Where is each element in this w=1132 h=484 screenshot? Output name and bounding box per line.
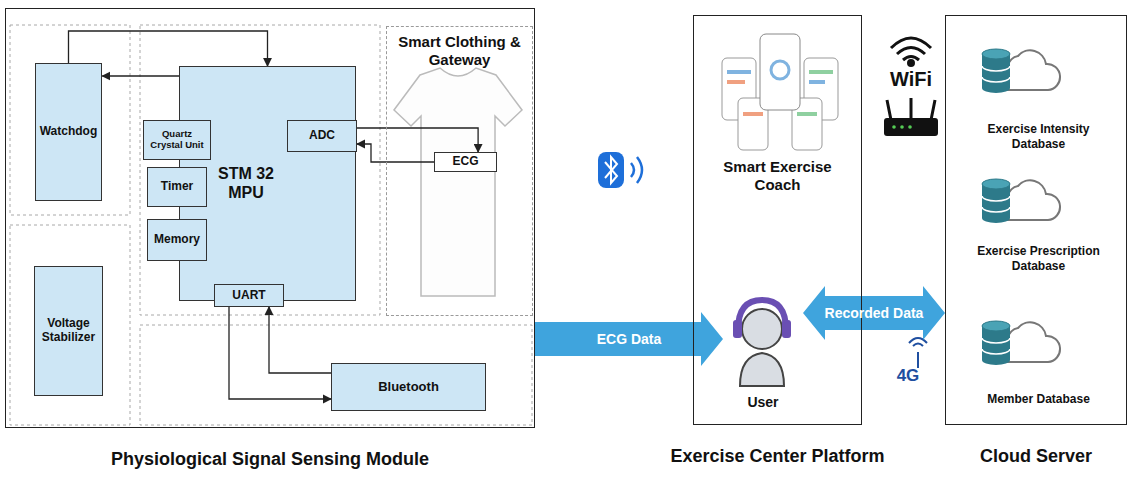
clothing-region: Smart Clothing & GatewayECG: [386, 26, 533, 316]
wifi-symbol: [891, 38, 931, 66]
component-box: UART: [214, 284, 284, 307]
network-label: 4G: [888, 366, 928, 386]
node-label: User: [747, 394, 778, 411]
signal-line: [102, 75, 179, 76]
bluetooth-icon: [598, 152, 642, 188]
signal-line: [269, 307, 331, 373]
network-label: WiFi: [880, 67, 942, 91]
signal-line: [229, 307, 331, 399]
node-label: STM 32 MPU: [207, 165, 285, 202]
database-item: Exercise Prescription Database: [956, 161, 1121, 273]
user-icon: [733, 300, 791, 386]
flow-label: Recorded Data: [825, 306, 924, 320]
node-label: Memory: [154, 233, 200, 247]
phone-app-screens: [722, 34, 838, 150]
dashed-region: [10, 25, 532, 425]
cellular-antenna: [909, 338, 927, 368]
node-label: Quartz Crystal Unit: [146, 129, 208, 151]
app-caption: Smart Exercise Coach: [700, 158, 855, 194]
node-label: Exercise Center Platform: [534, 446, 1021, 467]
database-item: Member Database: [956, 311, 1121, 406]
module-panel: Physiological Signal Sensing ModuleWatch…: [5, 8, 535, 428]
component-box: ADC: [287, 120, 357, 152]
t-shirt: [394, 68, 522, 296]
node-label: Cloud Server: [786, 446, 1132, 467]
component-box: Memory: [147, 219, 207, 261]
node-label: Bluetooth: [378, 380, 439, 395]
signal-line: [357, 128, 478, 152]
node-label: ECG: [452, 155, 478, 169]
component-box: Quartz Crystal Unit: [143, 120, 211, 160]
node-label: Exercise Intensity Database: [966, 122, 1111, 151]
data-flow-arrow: [803, 286, 945, 340]
node-label: Smart Clothing & Gateway: [387, 27, 532, 69]
platform-panel: Exercise Center PlatformUser: [693, 15, 862, 425]
node-label: Voltage Stabilizer: [37, 317, 100, 345]
node-label: Member Database: [987, 392, 1090, 406]
flow-label: ECG Data: [597, 332, 662, 346]
cloud-panel: Cloud ServerExercise Intensity DatabaseE…: [945, 15, 1127, 425]
data-flow-arrow: [535, 312, 723, 366]
node-label: Exercise Prescription Database: [966, 244, 1111, 273]
node-label: Physiological Signal Sensing Module: [0, 449, 694, 470]
node-label: Watchdog: [40, 125, 98, 139]
component-box: Bluetooth: [331, 363, 486, 411]
signal-line: [68, 31, 267, 66]
user-figure: User: [723, 291, 803, 411]
node-label: UART: [232, 289, 265, 303]
node-label: ADC: [309, 129, 335, 143]
component-box: Watchdog: [35, 63, 103, 201]
mpu-box: STM 32 MPUQuartz Crystal UnitTimerMemory…: [179, 66, 356, 301]
node-label: Timer: [161, 180, 193, 194]
signal-line: [357, 144, 434, 162]
database-icon: [982, 49, 1060, 365]
component-box: Timer: [147, 167, 207, 207]
component-box: Voltage Stabilizer: [34, 266, 103, 396]
sensor-box: ECG: [434, 152, 497, 172]
router-icon: [884, 98, 938, 136]
database-item: Exercise Intensity Database: [956, 31, 1121, 151]
